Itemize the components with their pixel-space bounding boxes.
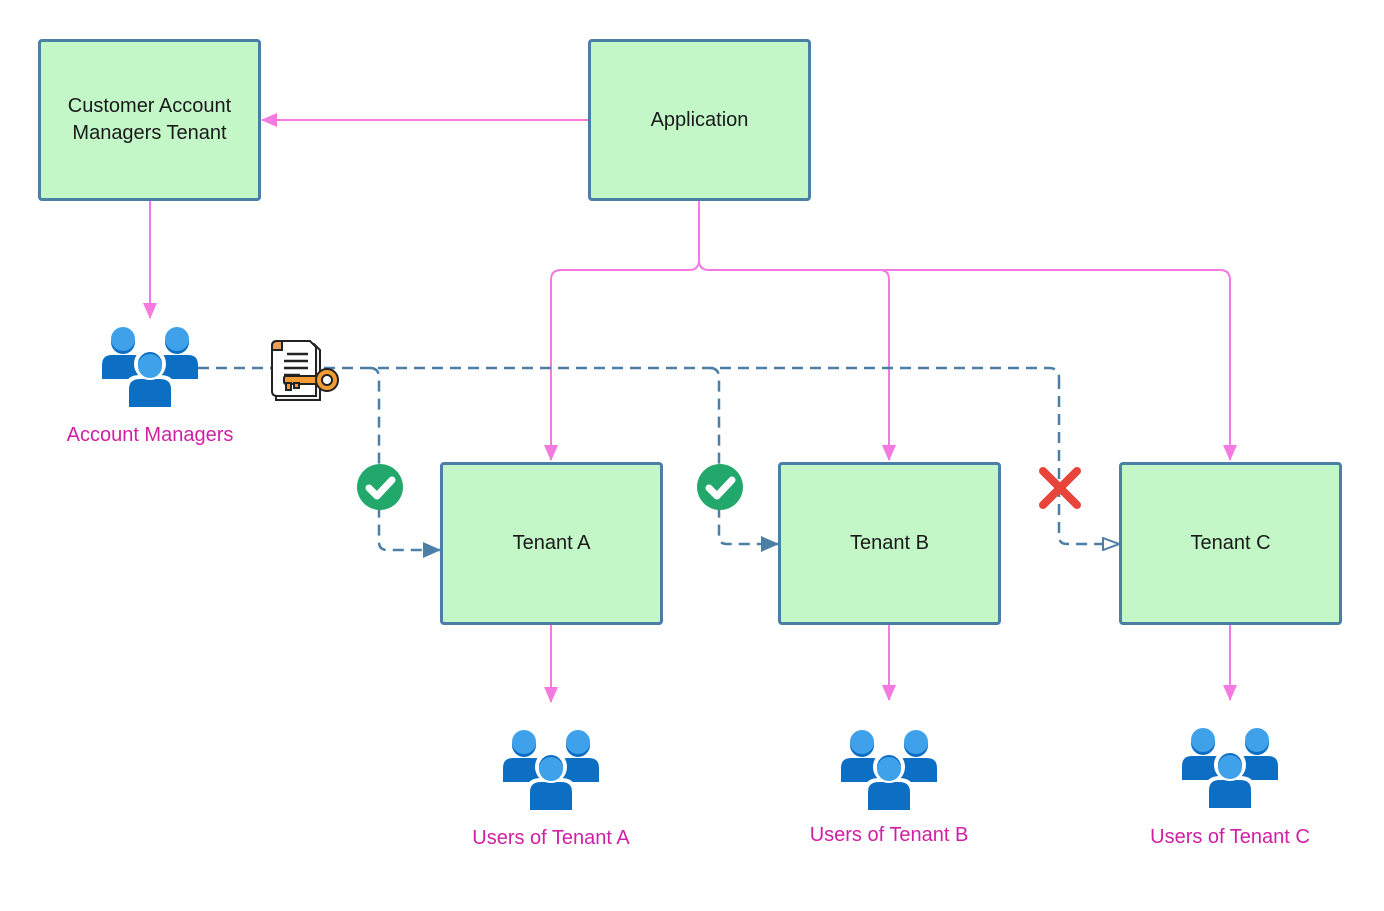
users-tenant-c-label: Users of Tenant C (1150, 826, 1310, 848)
connector-app-to-tenant-b (879, 269, 896, 461)
dashed-access-trunk (198, 366, 1061, 379)
users-group-icon-highlight (1191, 728, 1269, 779)
users-group-icon-highlight (512, 730, 590, 781)
node-application: Application (588, 39, 811, 201)
pink-connectors (143, 113, 1237, 703)
users-tenant-b-label: Users of Tenant B (809, 824, 969, 846)
connector-app-trunk (698, 200, 1237, 461)
node-application-label: Application (650, 108, 749, 131)
dashed-access-to-tenant-b (709, 366, 779, 552)
account-managers-label: Account Managers (66, 424, 234, 446)
check-circle-icon (357, 464, 403, 510)
users-group-icon-highlight (111, 327, 189, 378)
red-x-icon (1039, 467, 1081, 509)
node-tenant-a-label: Tenant A (512, 532, 591, 554)
users-tenant-a-label: Users of Tenant A (472, 827, 630, 849)
node-tenant-a: Tenant A (440, 462, 663, 625)
dashed-access-to-tenant-a (369, 366, 441, 558)
dashed-access-to-tenant-c (1057, 378, 1119, 544)
node-tenant-c-label: Tenant C (1190, 532, 1271, 554)
node-tenant-c: Tenant C (1119, 462, 1342, 625)
node-cam-tenant-label: Customer Account Managers Tenant (67, 95, 232, 144)
node-tenant-b-label: Tenant B (850, 532, 929, 554)
node-tenant-b: Tenant B (778, 462, 1001, 625)
check-circle-icon (697, 464, 743, 510)
node-cam-tenant: Customer Account Managers Tenant (38, 39, 261, 201)
connector-app-to-tenant-a (544, 259, 700, 461)
certificate-key-icon (271, 340, 339, 401)
users-group-icon-highlight (850, 730, 928, 781)
access-connectors (198, 366, 1119, 558)
